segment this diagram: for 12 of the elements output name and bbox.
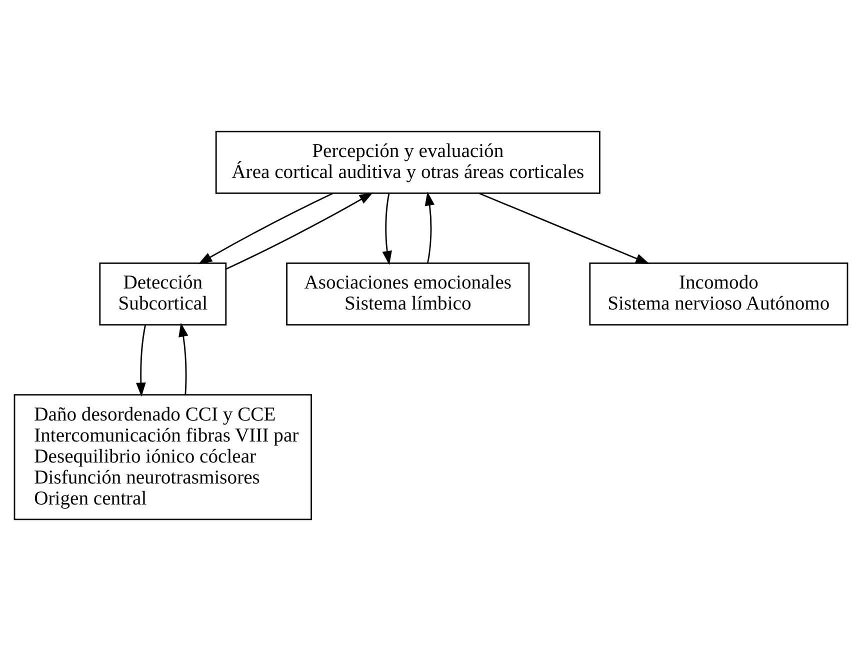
node-box: Detección Subcortical	[99, 262, 227, 325]
arrow	[178, 322, 188, 394]
arrow	[136, 324, 146, 396]
node-box: Asociaciones emocionales Sistema límbico	[286, 262, 530, 325]
arrow	[226, 192, 374, 270]
node-box: Incomodo Sistema nervioso Autónomo	[589, 262, 848, 325]
arrow	[424, 191, 435, 263]
arrow	[382, 193, 392, 264]
arrow	[478, 192, 650, 264]
arrow	[198, 192, 334, 264]
node-box: Percepción y evaluación Área cortical auditiva y otras áreas corticales	[215, 130, 600, 194]
node-box: Daño desordenado CCI y CCE Intercomunicación fibras VIII par Desequilibrio iónico cóclear Disfunción neurotrasmisores Origen central	[14, 394, 312, 520]
